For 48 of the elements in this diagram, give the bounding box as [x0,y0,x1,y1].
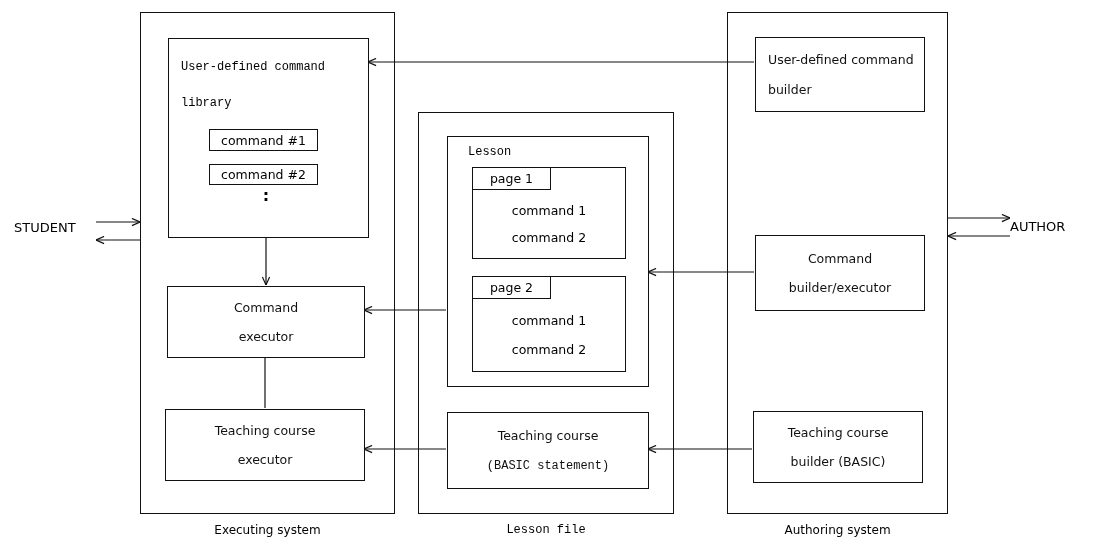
page-box [472,167,626,259]
process-box [165,409,365,481]
panel-caption: Executing system [213,523,322,537]
arrow [95,217,141,227]
process-box [755,235,925,311]
box-label: command 1 [511,313,587,328]
process-box [755,37,925,112]
box-label: Command [233,300,299,316]
process-box [753,411,923,483]
box-label: Teaching course [787,425,889,441]
box-label: executor [237,451,293,467]
box-label: executor [238,328,294,344]
page-box [472,276,626,372]
page-tab: page 1 [473,168,551,190]
box-label: Teaching course [497,428,599,444]
arrow [363,305,447,315]
process-box [167,286,365,358]
box-label: User-defined command [768,52,914,68]
box-label: (BASIC statement) [486,458,610,473]
box-label: Command [807,250,873,266]
box-label: builder [768,81,812,97]
ellipsis-mark: : [262,185,270,207]
lesson-box [447,136,649,387]
arrow [367,57,755,67]
arrow [647,444,753,454]
arrow [947,231,1011,241]
arrow [647,267,755,277]
box-label: command 2 [511,230,587,246]
process-box [447,412,649,489]
arrow [261,236,271,286]
panel-caption: Lesson file [505,523,587,537]
box-label: Lesson [468,145,512,159]
box-label: builder/executor [788,280,892,296]
library-box [168,38,369,238]
panel-caption: Authoring system [783,523,892,537]
arrow [95,235,141,245]
box-label: command 2 [511,342,587,357]
box-label: command 1 [511,202,587,218]
arrow [363,444,447,454]
actor-label: STUDENT [14,216,96,238]
box-label: Teaching course [214,423,316,439]
actor-label: AUTHOR [1010,214,1092,238]
page-tab: page 2 [473,277,551,299]
command-box: command #2 [209,164,318,185]
box-label: User-defined command library [181,59,327,112]
arrow [947,213,1011,223]
command-box: command #1 [209,129,318,151]
box-label: builder (BASIC) [790,453,886,469]
